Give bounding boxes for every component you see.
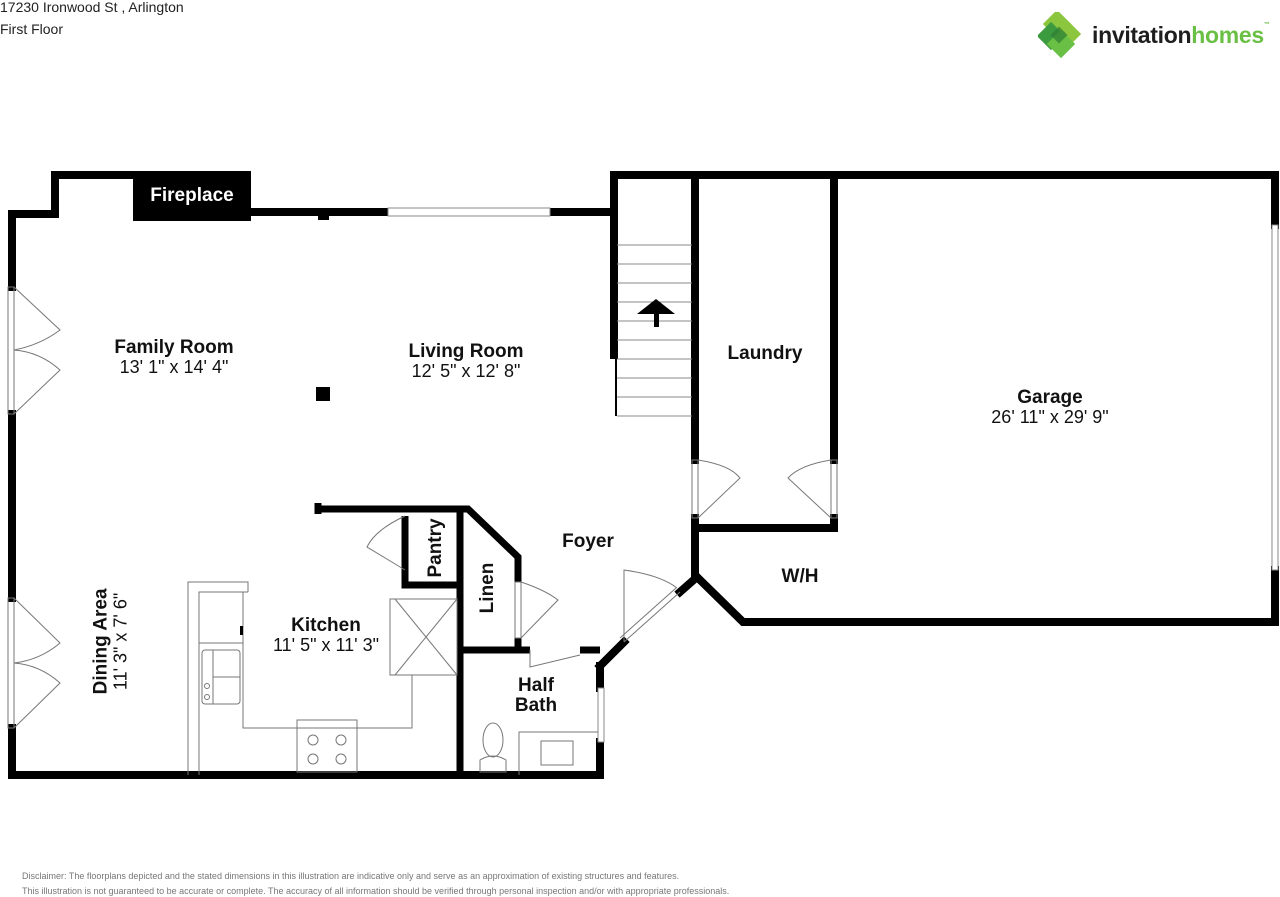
- floor-label: First Floor: [0, 21, 63, 37]
- logo-text-invitation: invitation: [1092, 21, 1192, 48]
- french-door-left-bottom: [7, 597, 61, 729]
- bath-window: [597, 687, 605, 743]
- staircase: [615, 244, 692, 417]
- linen-door: [514, 581, 559, 639]
- room-dimensions: 26' 11" x 29' 9": [991, 406, 1109, 427]
- disclaimer-line2: This illustration is not guaranteed to b…: [22, 886, 730, 896]
- fireplace-label: Fireplace: [150, 185, 234, 206]
- room-name: Living Room: [408, 341, 524, 362]
- water-heater: W/H: [760, 567, 840, 587]
- bathroom-fixtures: [479, 722, 598, 775]
- room-family-room: Family Room 13' 1" x 14' 4": [94, 338, 254, 377]
- disclaimer-line1: Disclaimer: The floorplans depicted and …: [22, 871, 680, 881]
- logo-trademark: ™: [1263, 21, 1270, 28]
- garage-door: [1271, 224, 1279, 571]
- room-dimensions: 12' 5" x 12' 8": [411, 360, 521, 381]
- window: [387, 207, 551, 217]
- laundry-doors: [691, 459, 838, 519]
- interior-walls: [314, 503, 600, 775]
- half-bath-door: [529, 650, 581, 668]
- room-foyer: Foyer: [548, 532, 628, 552]
- green-clover-logo-icon: [1038, 12, 1082, 58]
- room-name: Dining Area: [90, 588, 112, 695]
- property-address: 17230 Ironwood St , Arlington: [0, 0, 184, 15]
- room-dining-area: Dining Area 11' 3" x 7' 6": [90, 566, 131, 716]
- room-pantry: Pantry: [425, 510, 447, 586]
- room-half-bath: Half Bath: [496, 676, 576, 716]
- room-laundry: Laundry: [710, 344, 820, 364]
- room-name: Garage: [1017, 387, 1083, 408]
- room-dimensions: 11' 3" x 7' 6": [110, 592, 131, 691]
- invitation-homes-logo: invitationhomes™: [1038, 12, 1270, 58]
- room-linen: Linen: [477, 556, 499, 620]
- kitchen-counters: [187, 581, 458, 775]
- column: [316, 387, 330, 401]
- room-name-line1: Half: [518, 675, 554, 696]
- room-garage: Garage 26' 11" x 29' 9": [960, 388, 1140, 427]
- room-name: Pantry: [425, 518, 447, 578]
- room-name: W/H: [781, 566, 819, 587]
- room-name: Foyer: [562, 531, 614, 552]
- pantry-door: [366, 515, 406, 571]
- room-living-room: Living Room 12' 5" x 12' 8": [386, 342, 546, 381]
- room-name: Linen: [477, 562, 499, 614]
- room-dimensions: 13' 1" x 14' 4": [119, 356, 229, 377]
- logo-text-homes: homes: [1191, 21, 1264, 48]
- french-door-left-top: [7, 286, 61, 415]
- room-name: Kitchen: [291, 615, 361, 636]
- room-dimensions: 11' 5" x 11' 3": [272, 634, 380, 655]
- room-name-line2: Bath: [514, 694, 558, 716]
- room-name: Laundry: [727, 343, 803, 364]
- front-door: [619, 569, 681, 643]
- fireplace-block: [133, 171, 251, 221]
- room-name: Family Room: [114, 337, 234, 358]
- room-kitchen: Kitchen 11' 5" x 11' 3": [246, 616, 406, 655]
- up-arrow-icon: [637, 299, 675, 314]
- exterior-walls: [8, 171, 1279, 779]
